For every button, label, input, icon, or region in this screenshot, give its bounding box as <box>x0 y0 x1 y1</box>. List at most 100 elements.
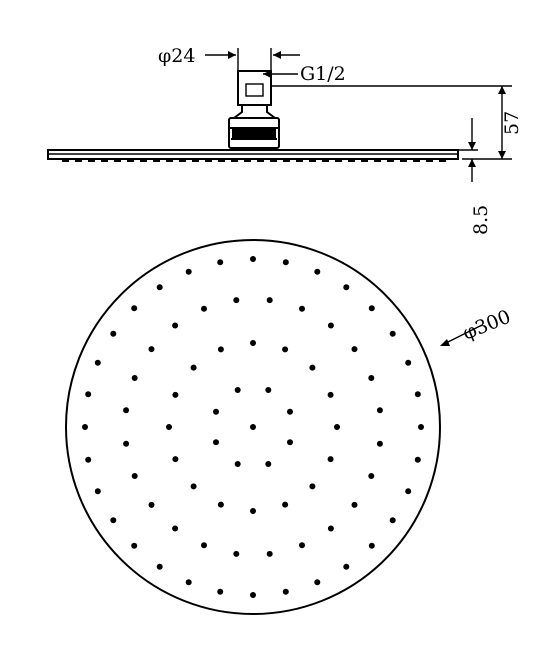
nozzle-hole <box>123 407 130 414</box>
nozzle-hole <box>418 424 424 430</box>
nozzle-hole <box>343 284 350 291</box>
nozzle-nub <box>439 159 446 162</box>
nozzle-nub <box>101 159 108 162</box>
dimension-connector: φ24 <box>158 45 300 71</box>
nozzle-hole <box>314 268 321 275</box>
nozzle-hole <box>233 297 240 304</box>
nozzle-nub <box>387 159 394 162</box>
nozzle-hole <box>166 424 172 430</box>
nozzle-hole <box>376 407 383 414</box>
nozzle-hole <box>265 387 272 393</box>
nozzle-hole <box>185 268 192 275</box>
nozzle-hole <box>131 305 138 312</box>
nozzle-hole <box>250 340 256 346</box>
nozzle-hole <box>327 456 334 463</box>
nozzle-hole <box>368 542 375 549</box>
nozzle-hole <box>213 408 219 415</box>
nozzle-nub <box>75 159 82 162</box>
nozzle-hole <box>190 483 197 490</box>
nozzle-hole <box>405 359 412 366</box>
nozzle-hole <box>148 501 155 508</box>
nozzle-hole <box>217 346 224 353</box>
nozzle-hole <box>217 588 224 595</box>
nozzle-nub <box>400 159 407 162</box>
nozzle-hole <box>85 456 92 463</box>
nozzle-hole <box>234 461 241 467</box>
nozzle-nub <box>114 159 121 162</box>
nozzle-hole <box>266 297 273 304</box>
nozzle-nub <box>140 159 147 162</box>
nozzle-hole <box>343 563 350 570</box>
nozzle-hole <box>250 508 256 514</box>
nozzle-hole <box>131 375 138 381</box>
nozzle-hole <box>110 330 117 337</box>
nozzle-nub <box>257 159 264 162</box>
nozzle-nub <box>361 159 368 162</box>
connector-top <box>237 70 272 106</box>
nozzle-nub <box>127 159 134 162</box>
nozzle-hole <box>351 346 358 353</box>
nozzle-hole <box>299 305 305 312</box>
nozzle-nub <box>62 159 69 162</box>
nozzle-nub <box>296 159 303 162</box>
connector-diameter-label: φ24 <box>158 45 195 67</box>
nozzle-nub <box>205 159 212 162</box>
nozzle-hole <box>201 305 207 312</box>
nozzle-hole <box>282 588 289 595</box>
nozzle-hole <box>148 346 155 353</box>
head-diameter-label: φ300 <box>460 306 514 345</box>
nozzle-hole <box>250 592 256 598</box>
nozzle-nub <box>153 159 160 162</box>
nozzle-hole <box>156 563 163 570</box>
connector-neck <box>231 105 278 119</box>
nozzle-holes <box>82 256 424 598</box>
nozzle-hole <box>265 461 272 467</box>
nozzle-hole <box>368 473 375 479</box>
nozzle-hole <box>172 456 179 463</box>
nozzle-hole <box>190 364 197 371</box>
nozzle-nub <box>348 159 355 162</box>
nozzle-hole <box>217 259 224 266</box>
nozzle-hole <box>110 517 117 524</box>
nozzle-hole <box>368 375 375 381</box>
nozzle-hole <box>185 579 192 586</box>
nozzle-nub <box>322 159 329 162</box>
nozzle-hole <box>233 550 240 557</box>
nozzle-hole <box>131 542 138 549</box>
nozzle-hole <box>266 550 273 557</box>
nozzle-nub <box>335 159 342 162</box>
nozzle-hole <box>351 501 358 508</box>
nozzle-hole <box>217 501 224 508</box>
nozzle-nub <box>88 159 95 162</box>
nozzle-hole <box>250 256 256 262</box>
nozzle-hole <box>282 346 289 353</box>
nozzle-hole <box>172 525 179 532</box>
nozzle-hole <box>201 542 207 549</box>
thread-label: G1/2 <box>300 63 346 85</box>
nozzle-hole <box>327 322 334 329</box>
nozzle-nub <box>231 159 238 162</box>
height-label: 57 <box>501 111 523 135</box>
nozzle-hole <box>156 284 163 291</box>
nozzle-hole <box>85 391 92 398</box>
nozzle-hole <box>287 439 293 446</box>
nozzle-hole <box>327 525 334 532</box>
nozzle-hole <box>234 387 241 393</box>
dimension-height: 57 <box>271 85 523 160</box>
nozzle-hole <box>131 473 138 479</box>
side-view <box>47 70 459 162</box>
nozzle-hole <box>299 542 305 549</box>
nozzle-hole <box>314 579 321 586</box>
nozzle-nub <box>192 159 199 162</box>
nozzle-nub <box>179 159 186 162</box>
head-outline <box>65 239 441 615</box>
nozzle-hole <box>405 488 412 495</box>
nozzle-nub <box>218 159 225 162</box>
nozzle-nub <box>413 159 420 162</box>
nozzle-hole <box>123 440 130 447</box>
nozzle-hole <box>334 424 340 430</box>
nozzle-hole <box>172 322 179 329</box>
nozzle-hole <box>94 488 101 495</box>
nozzle-nub <box>270 159 277 162</box>
nozzle-nub <box>244 159 251 162</box>
